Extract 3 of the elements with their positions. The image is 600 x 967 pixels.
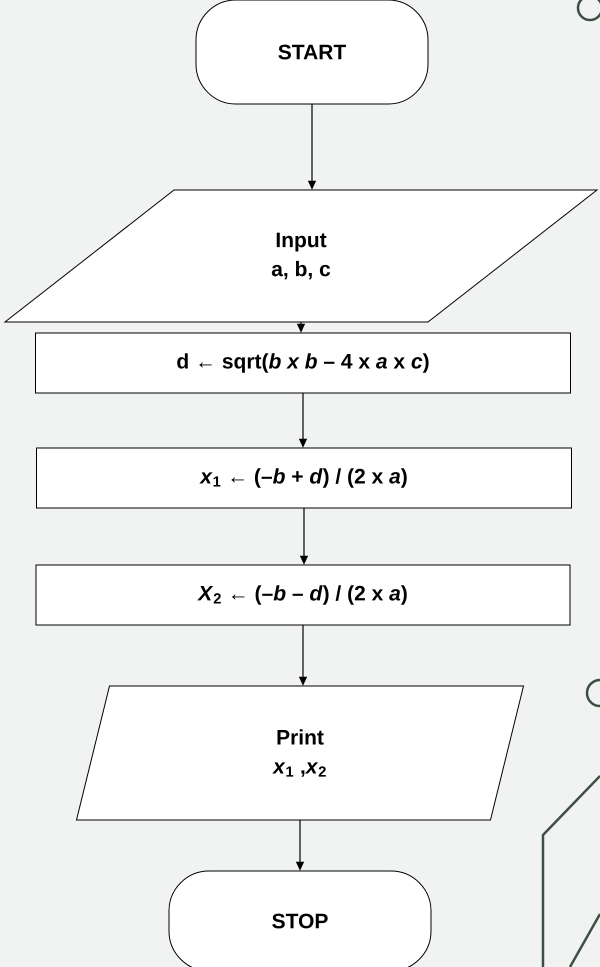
- process-box: d ← sqrt(b x b – 4 x a x c): [35, 332, 571, 394]
- process-box: X$_{2}$ ← (–b – d) / (2 x a): [36, 564, 570, 626]
- process-box: x$_{1}$ ← (–b + d) / (2 x a): [36, 448, 572, 508]
